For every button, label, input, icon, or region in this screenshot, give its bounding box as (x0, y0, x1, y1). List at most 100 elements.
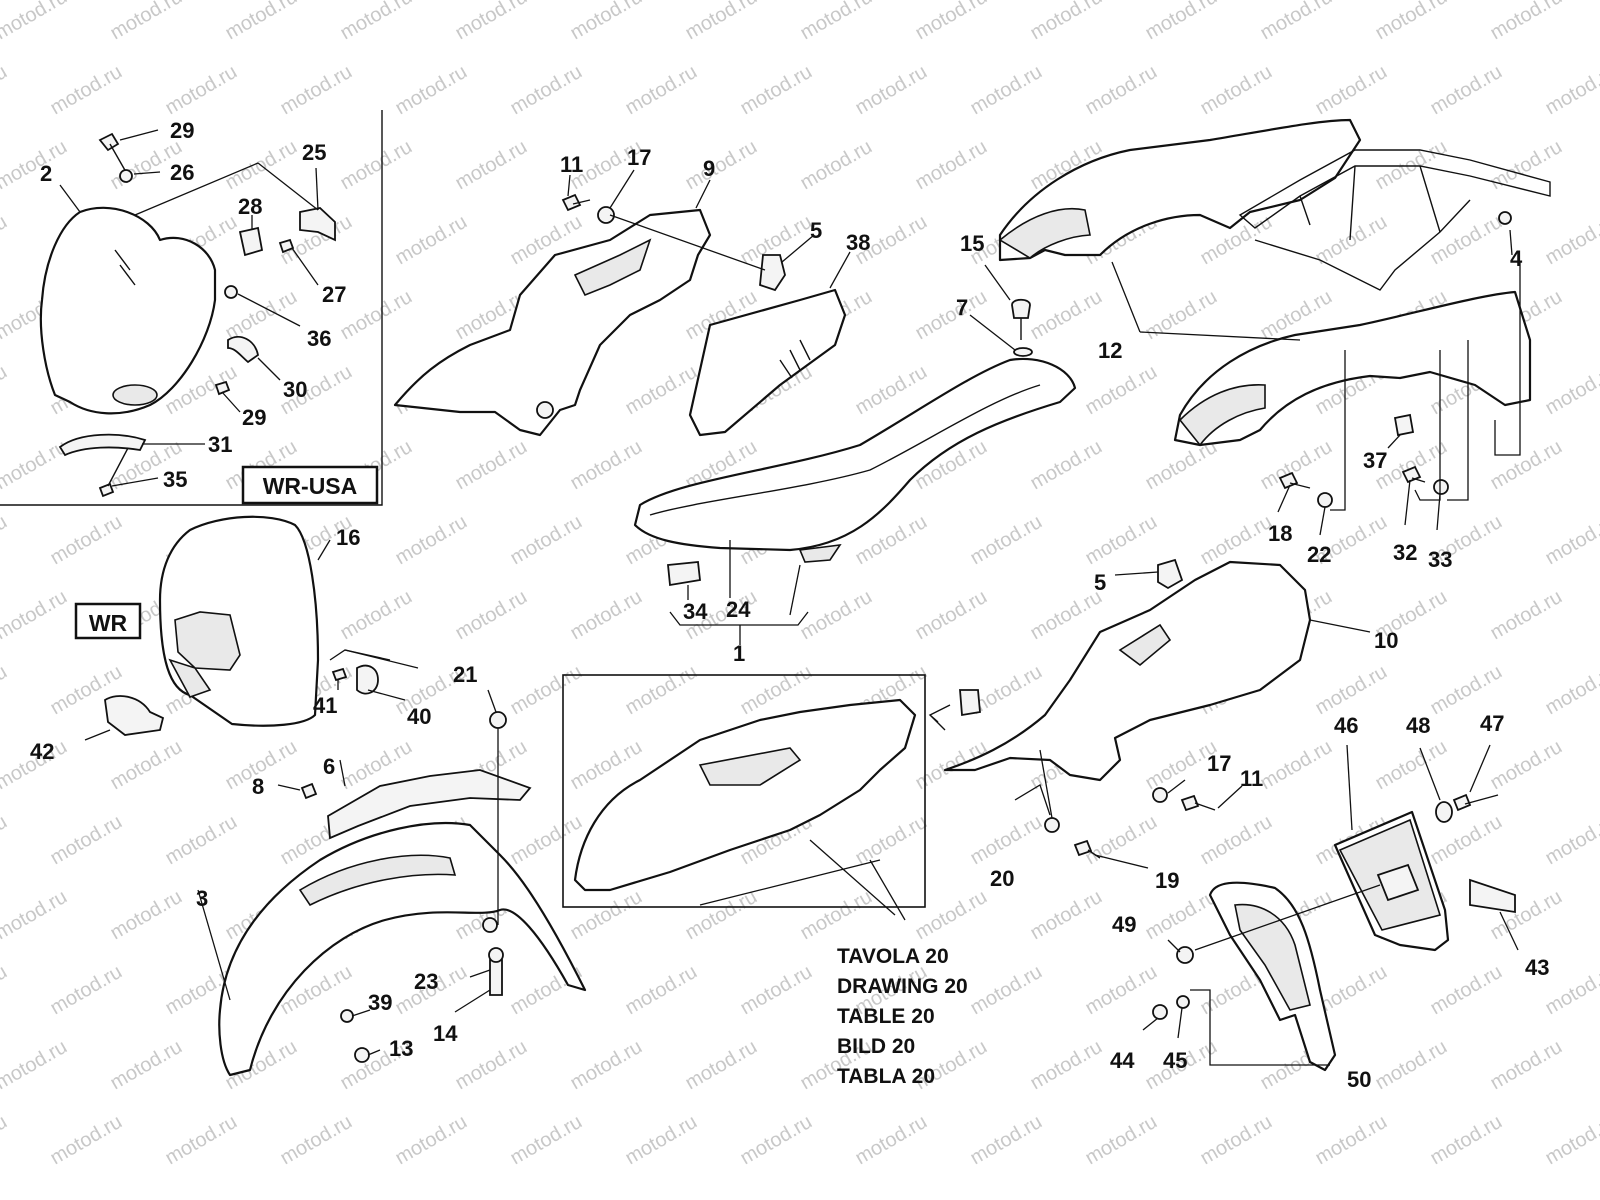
callout: 4 (1510, 246, 1523, 271)
watermark-text: motod.ru (1027, 436, 1106, 495)
callout: 26 (170, 160, 194, 185)
front-fender-part (197, 689, 587, 1077)
watermark-text: motod.ru (737, 61, 816, 120)
watermark-text: motod.ru (682, 886, 761, 945)
watermark-text: motod.ru (0, 511, 11, 570)
wr-usa-inset: WR-USA (0, 110, 383, 506)
watermark-text: motod.ru (1372, 1036, 1451, 1095)
callout: 27 (322, 282, 346, 307)
watermark-text: motod.ru (1257, 436, 1336, 495)
reference-line-5: TABLA 20 (837, 1065, 935, 1088)
rear-fender-upper-part (998, 118, 1551, 291)
watermark-text: motod.ru (507, 811, 586, 870)
watermark-text: motod.ru (1487, 736, 1566, 795)
watermark-text: motod.ru (1542, 811, 1600, 870)
watermark-text: motod.ru (452, 1036, 531, 1095)
callout: 47 (1480, 711, 1504, 736)
watermark-text: motod.ru (452, 436, 531, 495)
watermark-text: motod.ru (567, 0, 646, 44)
watermark-text: motod.ru (47, 961, 126, 1020)
watermark-text: motod.ru (1427, 211, 1506, 270)
watermark-text: motod.ru (967, 1111, 1046, 1170)
rear-fender-lower-part (1173, 290, 1532, 508)
wr-usa-hardware (58, 132, 336, 498)
watermark-text: motod.ru (1542, 1111, 1600, 1170)
callout: 39 (368, 990, 392, 1015)
watermark-text: motod.ru (107, 0, 186, 44)
watermark-text: motod.ru (1487, 136, 1566, 195)
callout: 25 (302, 140, 326, 165)
watermark-text: motod.ru (452, 0, 531, 44)
callout: 17 (627, 145, 651, 170)
watermark-text: motod.ru (452, 136, 531, 195)
watermark-text: motod.ru (852, 61, 931, 120)
callout: 32 (1393, 540, 1417, 565)
watermark-text: motod.ru (47, 61, 126, 120)
watermark-text: motod.ru (622, 1111, 701, 1170)
reference-line-2: DRAWING 20 (837, 975, 968, 998)
rear-fender-leaders (1111, 229, 1521, 536)
watermark-text: motod.ru (1542, 361, 1600, 420)
watermark-text: motod.ru (622, 61, 701, 120)
watermark-text: motod.ru (507, 511, 586, 570)
watermark-text: motod.ru (47, 1111, 126, 1170)
callout: 1 (733, 641, 745, 666)
reference-inset (562, 674, 981, 921)
watermark-text: motod.ru (392, 61, 471, 120)
watermark-text: motod.ru (337, 0, 416, 44)
callout: 28 (238, 194, 262, 219)
watermark-text: motod.ru (0, 1111, 11, 1170)
watermark-text: motod.ru (1027, 886, 1106, 945)
callout: 18 (1268, 521, 1292, 546)
callout: 43 (1525, 955, 1549, 980)
headlight-fairing-part (39, 206, 217, 415)
watermark-text: motod.ru (1542, 511, 1600, 570)
watermark-text: motod.ru (1427, 61, 1506, 120)
reference-line-4: BILD 20 (837, 1035, 915, 1058)
watermark-text: motod.ru (1542, 661, 1600, 720)
watermark-text: motod.ru (0, 586, 71, 645)
callout: 29 (242, 405, 266, 430)
watermark-text: motod.ru (392, 511, 471, 570)
watermark-text: motod.ru (162, 811, 241, 870)
watermark-text: motod.ru (1372, 136, 1451, 195)
watermark-text: motod.ru (0, 886, 71, 945)
callout: 37 (1363, 448, 1387, 473)
watermark-text: motod.ru (1082, 811, 1161, 870)
callout: 30 (283, 377, 307, 402)
watermark-text: motod.ru (797, 136, 876, 195)
watermark-text: motod.ru (1487, 436, 1566, 495)
callout: 31 (208, 432, 232, 457)
watermark-text: motod.ru (1027, 1036, 1106, 1095)
watermark-text: motod.ru (0, 811, 11, 870)
callout: 14 (433, 1021, 458, 1046)
callout: 5 (810, 218, 822, 243)
watermark-text: motod.ru (47, 511, 126, 570)
watermark-text: motod.ru (1312, 61, 1391, 120)
watermark-text: motod.ru (507, 661, 586, 720)
watermark-text: motod.ru (1082, 511, 1161, 570)
watermark-text: motod.ru (1257, 0, 1336, 44)
callout: 23 (414, 969, 438, 994)
watermark-text: motod.ru (622, 661, 701, 720)
watermark-text: motod.ru (507, 1111, 586, 1170)
watermark-text: motod.ru (852, 811, 931, 870)
variant-label-wr: WR (89, 610, 128, 636)
watermark-text: motod.ru (0, 0, 71, 44)
callout: 9 (703, 156, 715, 181)
watermark-text: motod.ru (622, 961, 701, 1020)
watermark-text: motod.ru (1197, 1111, 1276, 1170)
watermark-text: motod.ru (567, 886, 646, 945)
callout: 19 (1155, 868, 1179, 893)
watermark-text: motod.ru (0, 436, 71, 495)
callout: 2 (40, 161, 52, 186)
watermark-text: motod.ru (967, 511, 1046, 570)
watermark-text: motod.ru (797, 0, 876, 44)
watermark-text: motod.ru (852, 1111, 931, 1170)
seat-part (633, 264, 1077, 645)
watermark-text: motod.ru (567, 586, 646, 645)
callout: 38 (846, 230, 870, 255)
watermark-text: motod.ru (1142, 886, 1221, 945)
reference-line-1: TAVOLA 20 (837, 945, 949, 968)
